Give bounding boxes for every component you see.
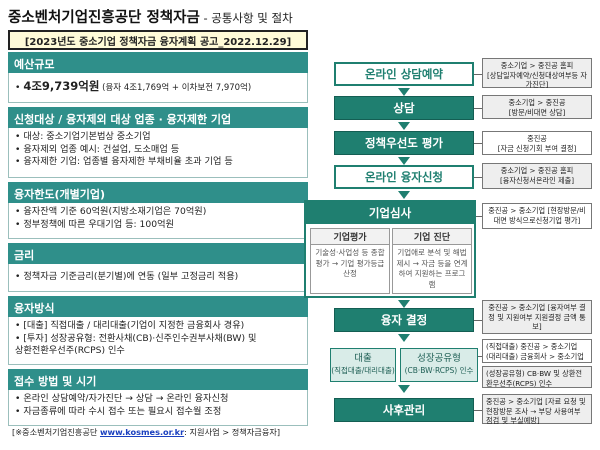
option-loan: 대출 (직접대출/대리대출) bbox=[330, 348, 396, 382]
section-budget: 예산규모 • 4조9,739억원 (융자 4조1,769억 + 이차보전 7,9… bbox=[8, 52, 308, 103]
review-box: 기업심사 기업평가 기술성·사업성 등 종합평가 → 기업 평가등급 산정 기업… bbox=[304, 200, 476, 298]
note-decision: 중진공 > 중소기업 [융자여부 결정 및 지원여부 지원결정 금액 통보] bbox=[482, 300, 592, 334]
step-consultation: 상담 bbox=[334, 96, 474, 120]
list-item: • [대출] 직접대출 / 대리대출(기업이 지정한 금융회사 경유) bbox=[15, 320, 245, 331]
kosmes-link[interactable]: www.kosmes.or.kr bbox=[99, 427, 185, 437]
section-body: • 융자잔액 기준 60억원(지방소재기업은 70억원) • 정부정책에 따른 … bbox=[8, 203, 308, 239]
note-application: 중소기업 > 중진공 홈피 [융자신청서온라인 제출] bbox=[482, 163, 592, 189]
arrow-down-icon bbox=[398, 157, 410, 165]
arrow-down-icon bbox=[398, 122, 410, 130]
list-item: • 대상: 중소기업기본법상 중소기업 bbox=[15, 131, 151, 142]
step-priority-evaluation: 정책우선도 평가 bbox=[334, 131, 474, 155]
option-growth-sharing: 성장공유형 (CB·BW·RCPS) 인수 bbox=[400, 348, 478, 382]
section-head: 금리 bbox=[8, 243, 308, 264]
section-limit: 융자한도(개별기업) • 융자잔액 기준 60억원(지방소재기업은 70억원) … bbox=[8, 182, 308, 239]
list-item: • 온라인 상담예약/자가진단 → 상담 → 온라인 융자신청 bbox=[15, 393, 229, 404]
section-head: 접수 방법 및 시기 bbox=[8, 369, 308, 390]
section-head: 융자방식 bbox=[8, 296, 308, 317]
footer-source: [※중소벤처기업진흥공단 www.kosmes.or.kr: 지원사업 > 정책… bbox=[12, 427, 281, 437]
list-item: 상환전환우선주(RCPS) 인수 bbox=[15, 345, 125, 356]
note-review: 중진공 > 중소기업 [현장방문/비대면 방식으로신청기업 평가] bbox=[482, 203, 592, 229]
list-item: • 자금종류에 따라 수시 접수 또는 필요시 접수월 조정 bbox=[15, 405, 222, 417]
connector-line bbox=[476, 216, 482, 217]
connector-line bbox=[474, 320, 482, 321]
note-consultation: 중소기업 > 중진공 [방문/비대면 상담] bbox=[482, 95, 592, 119]
connector-line bbox=[478, 356, 482, 357]
section-rate: 금리 • 정책자금 기준금리(분기별)에 연동 (일부 고정금리 적용) bbox=[8, 243, 308, 292]
section-body: • [대출] 직접대출 / 대리대출(기업이 지정한 금융회사 경유) • [투… bbox=[8, 317, 308, 365]
arrow-down-icon bbox=[398, 334, 410, 342]
section-head: 예산규모 bbox=[8, 52, 308, 73]
arrow-down-icon bbox=[398, 385, 410, 393]
note-post: 중진공 > 중소기업 [자료 요청 및 현장방문 조사 → 부당 사용여부 점검… bbox=[482, 394, 592, 425]
section-body: • 정책자금 기준금리(분기별)에 연동 (일부 고정금리 적용) bbox=[8, 264, 308, 292]
title-main: 중소벤처기업진흥공단 정책자금 bbox=[8, 10, 200, 26]
arrow-down-icon bbox=[398, 191, 410, 199]
connector-line bbox=[474, 143, 482, 144]
section-eligibility: 신청대상 / 융자제외 대상 업종 · 융자제한 기업 • 대상: 중소기업기본… bbox=[8, 107, 308, 178]
note-priority: 중진공 [자금 신청기회 부여 결정] bbox=[482, 131, 592, 155]
section-method: 융자방식 • [대출] 직접대출 / 대리대출(기업이 지정한 금융회사 경유)… bbox=[8, 296, 308, 365]
page-title: 중소벤처기업진흥공단 정책자금 - 공통사항 및 절차 bbox=[8, 6, 293, 27]
connector-line bbox=[474, 177, 482, 178]
step-online-application: 온라인 융자신청 bbox=[334, 165, 474, 189]
section-apply: 접수 방법 및 시기 • 온라인 상담예약/자가진단 → 상담 → 온라인 융자… bbox=[8, 369, 308, 426]
list-item: • 융자잔액 기준 60억원(지방소재기업은 70억원) bbox=[15, 206, 207, 217]
note-growth: (성장공유형) CB·BW 및 상환전환우선주(RCPS) 인수 bbox=[482, 366, 592, 388]
arrow-down-icon bbox=[398, 88, 410, 96]
step-online-booking: 온라인 상담예약 bbox=[334, 62, 474, 86]
note-loan: (직접대출) 중진공 > 중소기업 (대리대출) 금융회사 > 중소기업 bbox=[482, 339, 592, 363]
list-item: • 융자제한 기업: 업종별 융자제한 부채비율 초과 기업 등 bbox=[15, 156, 233, 167]
title-sub: - 공통사항 및 절차 bbox=[199, 11, 293, 25]
review-head: 기업심사 bbox=[306, 202, 474, 224]
budget-detail: (융자 4조1,769억 + 이차보전 7,970억) bbox=[99, 83, 252, 93]
notice-banner: [2023년도 중소기업 정책자금 융자계획 공고_2022.12.29] bbox=[8, 30, 308, 50]
list-item: • [투자] 성장공유형: 전환사채(CB)·신주인수권부사채(BW) 및 bbox=[15, 332, 257, 344]
section-body: • 4조9,739억원 (융자 4조1,769억 + 이차보전 7,970억) bbox=[8, 73, 308, 103]
list-item: • 정부정책에 따른 우대기업 등: 100억원 bbox=[15, 218, 174, 230]
connector-line bbox=[474, 410, 482, 411]
step-loan-decision: 융자 결정 bbox=[334, 308, 474, 332]
step-post-management: 사후관리 bbox=[334, 398, 474, 422]
review-col-evaluation: 기업평가 기술성·사업성 등 종합평가 → 기업 평가등급 산정 bbox=[310, 228, 390, 294]
section-head: 신청대상 / 융자제외 대상 업종 · 융자제한 기업 bbox=[8, 107, 308, 128]
connector-line bbox=[474, 74, 482, 75]
arrow-down-icon bbox=[398, 300, 410, 308]
list-item: • 정책자금 기준금리(분기별)에 연동 (일부 고정금리 적용) bbox=[15, 271, 239, 282]
note-booking: 중소기업 > 중진공 홈피 [상담일자예약/신청대상여부등 자가진단] bbox=[482, 58, 592, 89]
section-body: • 대상: 중소기업기본법상 중소기업 • 융자제외 업종 예시: 건설업, 도… bbox=[8, 128, 308, 178]
section-head: 융자한도(개별기업) bbox=[8, 182, 308, 203]
budget-amount: 4조9,739억원 bbox=[23, 80, 100, 93]
list-item: • 융자제외 업종 예시: 건설업, 도소매업 등 bbox=[15, 143, 180, 155]
section-body: • 온라인 상담예약/자가진단 → 상담 → 온라인 융자신청 • 자금종류에 … bbox=[8, 390, 308, 426]
connector-line bbox=[474, 108, 482, 109]
review-col-diagnosis: 기업 진단 기업애로 분석 및 해법 제시 → 자금 등을 연계하여 지원하는 … bbox=[392, 228, 472, 294]
left-column: 예산규모 • 4조9,739억원 (융자 4조1,769억 + 이차보전 7,9… bbox=[8, 52, 308, 426]
